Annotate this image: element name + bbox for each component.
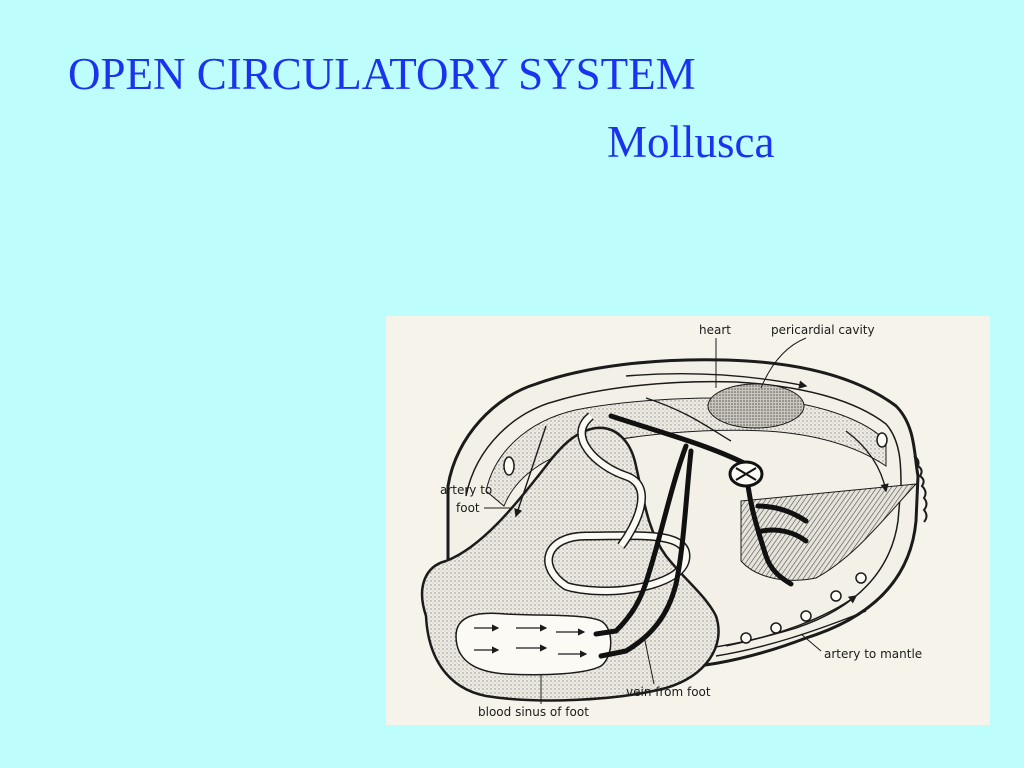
slide-title: OPEN CIRCULATORY SYSTEM — [68, 49, 696, 99]
blood-sinus — [455, 612, 612, 676]
label-artery-to: artery to — [440, 483, 492, 497]
heart — [728, 460, 764, 488]
mollusc-circulation-diagram: heart pericardial cavity artery to foot … — [386, 316, 990, 725]
label-heart: heart — [699, 323, 731, 337]
siphon-edge — [913, 455, 928, 523]
veins — [593, 413, 809, 659]
pericardial-region — [707, 383, 805, 429]
label-foot: foot — [456, 501, 480, 515]
label-blood-sinus-of-foot: blood sinus of foot — [478, 705, 589, 719]
sinus-flow-arrows — [474, 624, 588, 658]
slide-subtitle: Mollusca — [607, 117, 775, 167]
mantle-vessel-rings — [503, 432, 888, 644]
intestine-loop-inner — [545, 532, 690, 595]
mantle-edge — [465, 380, 902, 654]
leader-lines — [484, 337, 822, 704]
label-pericardial-cavity: pericardial cavity — [771, 323, 875, 337]
label-artery-to-mantle: artery to mantle — [824, 647, 922, 661]
intestine-tube-inner — [578, 413, 645, 548]
label-vein-from-foot: vein from foot — [626, 685, 711, 699]
diagram-svg: heart pericardial cavity artery to foot … — [420, 323, 928, 719]
